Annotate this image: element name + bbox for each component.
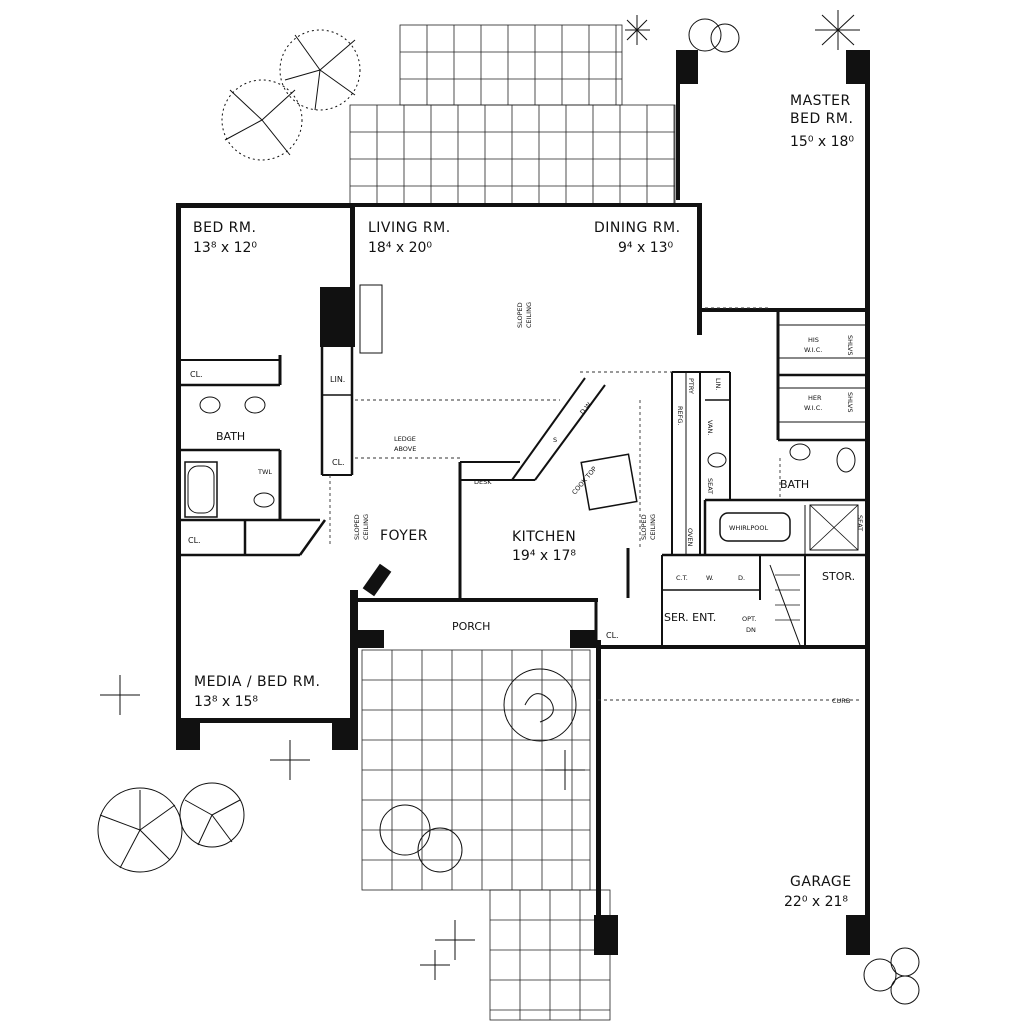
bathtub-basin xyxy=(187,465,215,514)
landscaping xyxy=(97,10,920,1005)
storage-label: STOR. xyxy=(822,570,855,583)
closet-label-foyer: CL. xyxy=(332,458,345,467)
dining-room-name: DINING RM. xyxy=(594,220,681,236)
front-walkway xyxy=(361,649,611,1021)
tree-umbrella-2-icon xyxy=(179,782,245,848)
her-shelves-label: SHLVS xyxy=(846,392,854,413)
bath-right-label: BATH xyxy=(780,478,809,491)
whirlpool-tub xyxy=(719,512,791,542)
bath-left-label: BATH xyxy=(216,430,245,443)
counter-top-label: C.T. xyxy=(676,574,688,582)
vanity-sink xyxy=(707,452,727,468)
sloped-ceiling-kitchen-2: CEILING xyxy=(649,514,657,540)
shower xyxy=(809,504,859,551)
hearth xyxy=(359,284,383,354)
kitchen-dim: 19⁴ x 17⁸ xyxy=(512,548,576,564)
bathtub xyxy=(184,461,218,518)
exterior-walls xyxy=(176,50,870,955)
master-bedroom-dim: 15⁰ x 18⁰ xyxy=(790,134,854,150)
tree-palm-1-icon xyxy=(279,29,361,111)
service-entry-label: SER. ENT. xyxy=(664,611,716,624)
curb-label: CURB xyxy=(832,697,850,705)
his-shelves-label: SHLVS xyxy=(846,335,854,356)
his-wic-label-1: HIS xyxy=(808,336,819,344)
closet-label-bed: CL. xyxy=(190,370,203,379)
bed-room-dim: 13⁸ x 12⁰ xyxy=(193,240,257,256)
fixtures xyxy=(184,284,859,646)
cooktop-island xyxy=(580,453,638,511)
cooktop-label: COOK TOP xyxy=(570,465,598,496)
bed-room-name: BED RM. xyxy=(193,220,256,236)
sloped-ceiling-foyer-1: SLOPED xyxy=(353,514,361,540)
down-stairs-label: DN xyxy=(746,626,756,634)
seat-label-shower: SEAT xyxy=(856,515,864,531)
her-wic-label-2: W.I.C. xyxy=(804,404,822,412)
toilet-left xyxy=(253,492,275,508)
sloped-ceiling-kitchen-1: SLOPED xyxy=(640,514,648,540)
his-wic-label-2: W.I.C. xyxy=(804,346,822,354)
room-labels: MASTER BED RM. 15⁰ x 18⁰ BED RM. 13⁸ x 1… xyxy=(193,93,855,910)
closet-label-hall: CL. xyxy=(188,536,201,545)
rear-patio xyxy=(349,24,676,206)
tree-walkway-icon xyxy=(503,668,577,742)
pantry-label: PTRY xyxy=(687,378,695,394)
shrub-top-right-icon xyxy=(688,18,740,53)
media-room-dim: 13⁸ x 15⁸ xyxy=(194,694,258,710)
porch-label: PORCH xyxy=(452,620,490,633)
desk-label: DESK xyxy=(474,478,492,486)
sloped-ceiling-living-2: CEILING xyxy=(525,302,533,328)
shrub-star-top-icon xyxy=(625,10,860,50)
garage-dim: 22⁰ x 21⁸ xyxy=(784,894,848,910)
washer-label: W. xyxy=(706,574,714,582)
sloped-ceiling-living-1: SLOPED xyxy=(516,302,524,328)
towel-label: TWL xyxy=(257,468,272,476)
ledge-above-label-2: ABOVE xyxy=(394,445,416,453)
whirlpool-label: WHIRLPOOL xyxy=(729,524,769,532)
annotation-labels: CL. CL. CL. CL. LIN. LIN. TWL HIS W.I.C.… xyxy=(188,302,864,705)
tree-umbrella-1-icon xyxy=(97,787,183,873)
kitchen-name: KITCHEN xyxy=(512,529,576,545)
sink-label: S xyxy=(553,436,557,444)
interior-walls xyxy=(181,312,865,648)
foyer-label: FOYER xyxy=(380,528,428,544)
her-wic-label-1: HER xyxy=(808,394,822,402)
shrub-garage-icon xyxy=(863,947,920,1005)
rear-patio-bottom-area xyxy=(349,104,676,206)
living-room-name: LIVING RM. xyxy=(368,220,451,236)
ledge-above-label-1: LEDGE xyxy=(394,435,416,443)
living-room-dim: 18⁴ x 20⁰ xyxy=(368,240,432,256)
toilet-right xyxy=(836,447,856,473)
garage-name: GARAGE xyxy=(790,874,852,890)
linen-label-left: LIN. xyxy=(330,375,345,384)
media-room-name: MEDIA / BED RM. xyxy=(194,674,320,690)
optional-label: OPT. xyxy=(742,615,756,623)
seat-label-bath: SEAT xyxy=(706,478,714,494)
master-bedroom-name-2: BED RM. xyxy=(790,111,853,127)
sink-right xyxy=(789,443,811,461)
dining-room-dim: 9⁴ x 13⁰ xyxy=(618,240,674,256)
refrigerator-label: REFG. xyxy=(676,406,684,425)
sink-left-2 xyxy=(244,396,266,414)
sink-left-1 xyxy=(199,396,221,414)
shrub-star-front-icon xyxy=(100,675,585,980)
oven-label: OVEN xyxy=(686,528,694,547)
tree-palm-2-icon xyxy=(221,79,303,161)
vanity-label: VAN. xyxy=(706,420,714,435)
dryer-label: D. xyxy=(738,574,745,582)
shrub-walkway-icon xyxy=(379,804,463,873)
closet-label-entry: CL. xyxy=(606,631,619,640)
linen-label-right: LIN. xyxy=(714,378,722,390)
ceiling-dashes xyxy=(329,307,860,701)
sloped-ceiling-foyer-2: CEILING xyxy=(362,514,370,540)
master-bedroom-name-1: MASTER xyxy=(790,93,851,109)
